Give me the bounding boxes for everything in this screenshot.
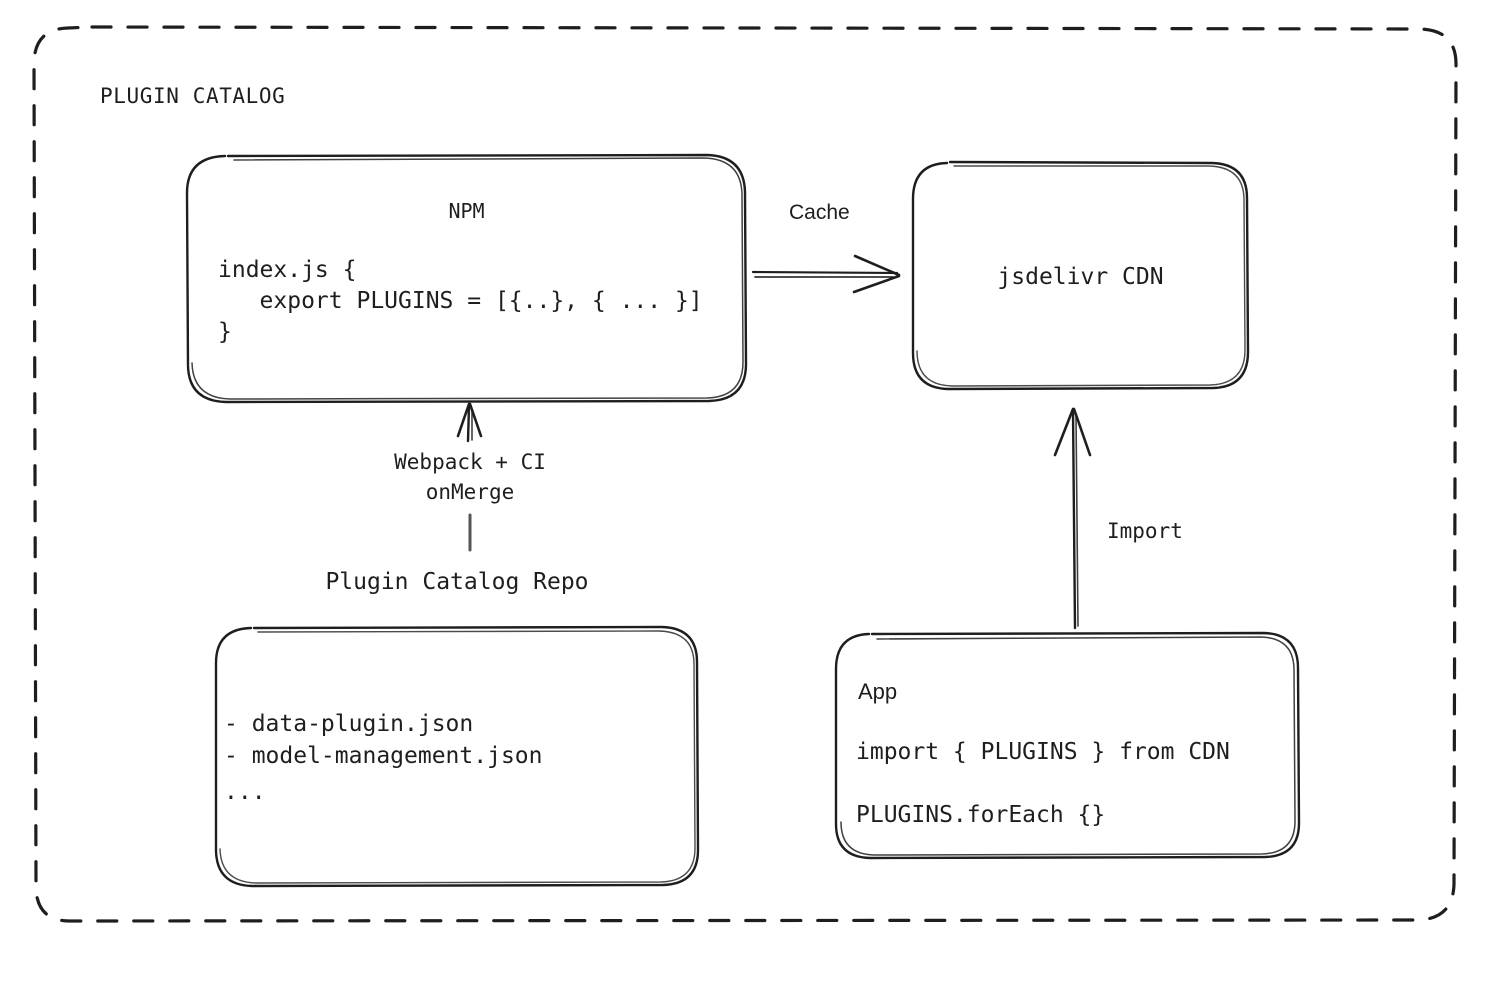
- npm-code-line-1: index.js {: [218, 257, 357, 283]
- repo-list-item-2: - model-management.json: [224, 743, 543, 769]
- group-title: PLUGIN CATALOG: [100, 84, 286, 108]
- repo-list-item-3: ...: [224, 779, 266, 805]
- cdn-node-title: jsdelivr CDN: [997, 264, 1164, 290]
- import-arrow: [1053, 407, 1092, 630]
- repo-node-caption: Plugin Catalog Repo: [325, 569, 589, 595]
- app-code-line-2: PLUGINS.forEach {}: [856, 802, 1106, 828]
- npm-code-line-2: export PLUGINS = [{..}, { ... }]: [218, 288, 703, 314]
- build-edge-label-line1: Webpack + CI: [394, 450, 546, 474]
- build-edge-label-line2: onMerge: [425, 480, 515, 504]
- build-arrow: [456, 402, 483, 552]
- npm-code-line-3: }: [218, 319, 232, 345]
- npm-node-title: NPM: [448, 199, 485, 223]
- app-node-title: App: [858, 679, 898, 704]
- cache-edge-label: Cache: [789, 201, 850, 224]
- repo-list-item-1: - data-plugin.json: [224, 711, 474, 737]
- cache-arrow: [751, 254, 901, 294]
- import-edge-label: Import: [1107, 519, 1183, 543]
- app-code-line-1: import { PLUGINS } from CDN: [856, 739, 1230, 765]
